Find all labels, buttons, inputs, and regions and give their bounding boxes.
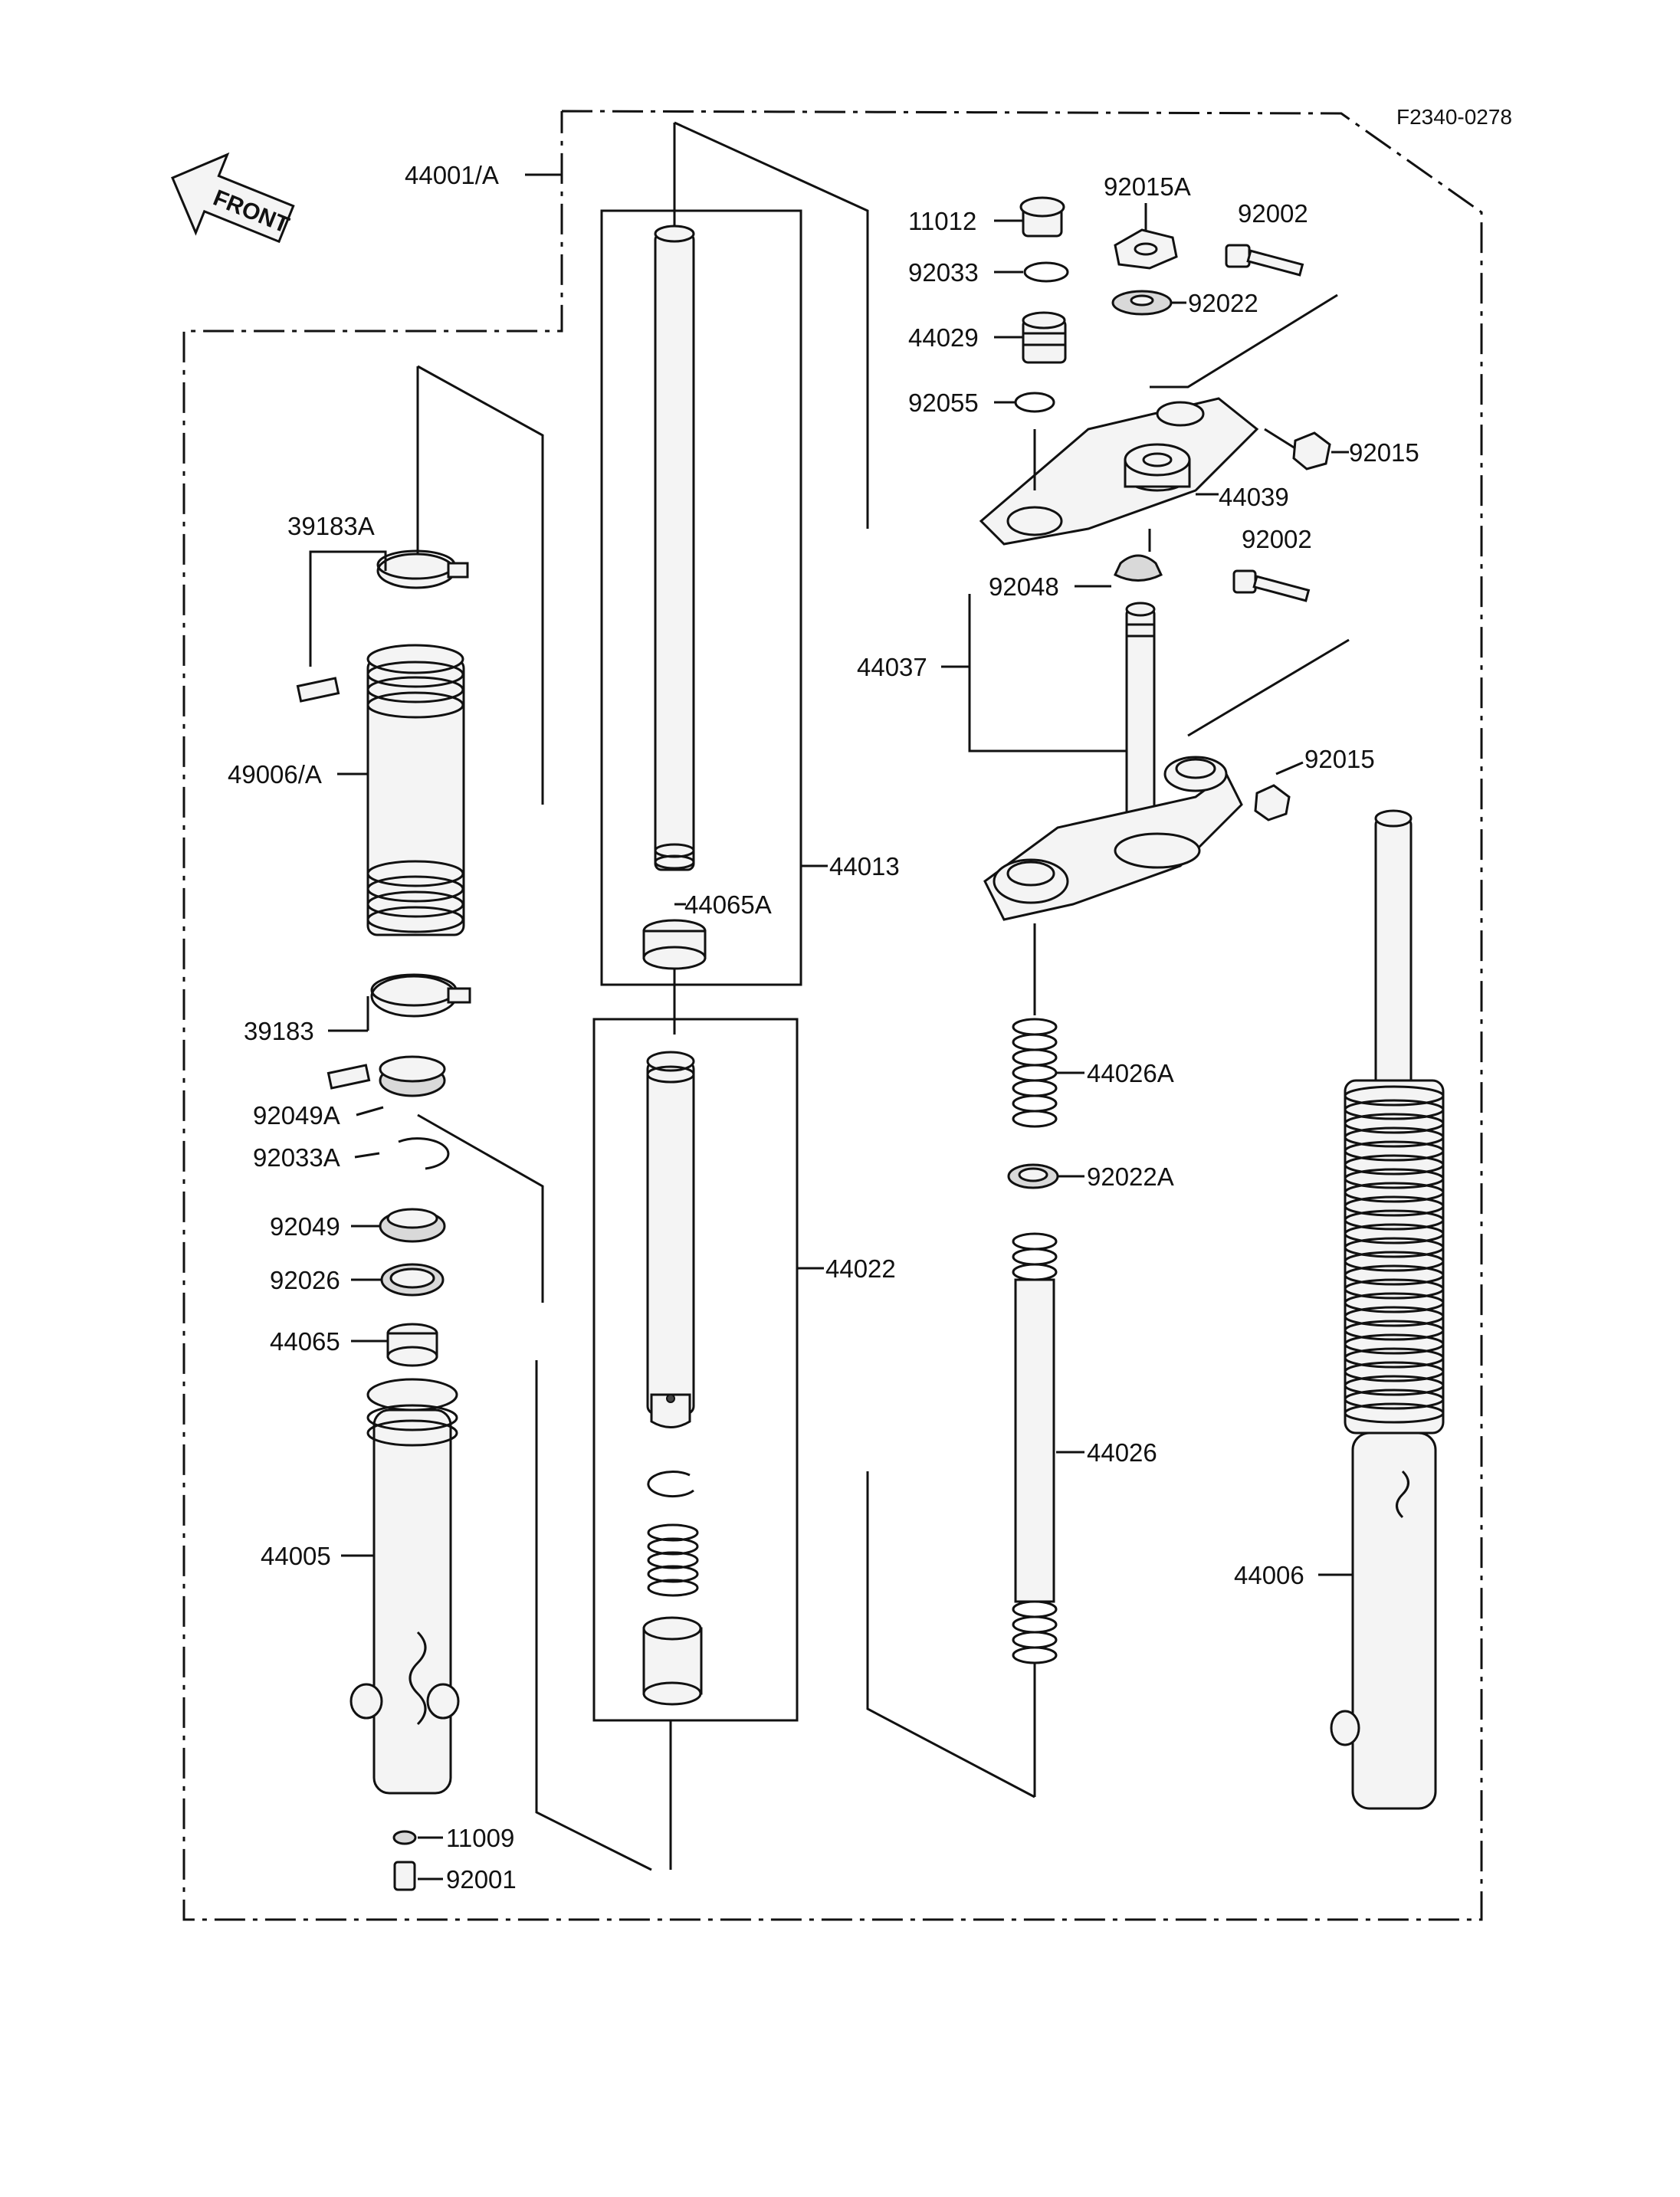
label-44026A: 44026A — [1087, 1059, 1174, 1087]
label-39183A: 39183A — [287, 512, 375, 540]
stem-lower-bracket-44037 — [983, 602, 1243, 921]
nut-92015A — [1114, 228, 1178, 270]
seal-92048 — [1114, 554, 1163, 582]
bellows-ring — [1344, 1251, 1445, 1272]
bellows-ring — [1344, 1347, 1445, 1369]
assembly-boundary — [182, 110, 1483, 1921]
center-column-parts: 44013 44065A 44022 — [535, 121, 1035, 1871]
bellows-ring — [1344, 1402, 1445, 1424]
circlip-92033 — [1023, 261, 1069, 283]
bellows-ring — [1344, 1223, 1445, 1244]
bolt-92002-top — [1225, 244, 1304, 277]
bolt-92002-mid — [1232, 569, 1311, 602]
label-11009: 11009 — [446, 1824, 514, 1852]
label-92015-mid: 92015 — [1304, 745, 1375, 773]
outer-tube-44005 — [349, 1378, 460, 1795]
front-arrow-icon: FRONT — [171, 152, 295, 244]
label-92002-top: 92002 — [1238, 199, 1308, 228]
label-92015A: 92015A — [1104, 172, 1191, 201]
label-49006A: 49006/A — [228, 760, 322, 789]
bellows-ring — [1344, 1361, 1445, 1382]
snap-ring — [647, 1471, 694, 1498]
label-92055: 92055 — [908, 389, 979, 417]
label-92001: 92001 — [446, 1865, 517, 1894]
group-box-44022 — [592, 1018, 799, 1722]
nut-92015-top — [1292, 431, 1331, 471]
label-92015-top: 92015 — [1349, 438, 1419, 467]
bellows-ring — [1344, 1264, 1445, 1286]
label-44006: 44006 — [1234, 1561, 1304, 1589]
label-44005: 44005 — [261, 1542, 331, 1570]
label-92002-mid: 92002 — [1242, 525, 1312, 553]
label-92026: 92026 — [270, 1266, 340, 1294]
label-92049: 92049 — [270, 1212, 340, 1241]
label-92048: 92048 — [989, 572, 1059, 601]
bellows-ring — [1344, 1375, 1445, 1396]
bellows-ring — [1344, 1168, 1445, 1189]
bellows-ring — [1344, 1085, 1445, 1107]
bellows-ring — [1344, 1320, 1445, 1341]
bellows-ring — [1344, 1292, 1445, 1313]
cap-11012 — [1019, 196, 1065, 238]
upper-bracket-44039 — [979, 397, 1259, 546]
label-44001A: 44001/A — [405, 161, 499, 189]
fork-assembly-44006 — [1330, 809, 1445, 1810]
steering-column-parts: 11012 92033 44029 92055 92015A 92002 — [857, 172, 1419, 1797]
bellows-ring — [1344, 1126, 1445, 1148]
damper-rod-44022 — [646, 1051, 695, 1428]
label-44039: 44039 — [1219, 483, 1289, 511]
label-44026: 44026 — [1087, 1438, 1157, 1467]
label-44013: 44013 — [829, 852, 900, 880]
label-92033A: 92033A — [253, 1143, 340, 1172]
bolt-39183A — [296, 677, 340, 703]
screw-92001 — [393, 1861, 416, 1891]
bellows-ring — [1344, 1113, 1445, 1134]
group-box-44013 — [600, 209, 802, 986]
nut-92015-mid — [1254, 784, 1291, 821]
diagram-reference: F2340-0278 — [1396, 105, 1512, 129]
label-92033: 92033 — [908, 258, 979, 287]
clamp-39183A — [376, 553, 456, 589]
washer-11009 — [392, 1830, 417, 1845]
rebound-spring — [647, 1523, 699, 1597]
circlip-92033A — [398, 1137, 450, 1170]
spring-44026 — [1012, 1232, 1058, 1664]
bellows-ring — [1344, 1306, 1445, 1327]
bellows-ring — [1344, 1389, 1445, 1410]
label-44037: 44037 — [857, 653, 927, 681]
left-column-parts: 39183A 49006/A 39183 92049A — [228, 365, 544, 1894]
bellows-ring — [1344, 1237, 1445, 1258]
label-44022: 44022 — [825, 1254, 896, 1283]
label-44029: 44029 — [908, 323, 979, 352]
bellows-ring — [1344, 1099, 1445, 1120]
adjuster-44029 — [1022, 311, 1067, 364]
bellows-ring — [1344, 1209, 1445, 1231]
label-92022A: 92022A — [1087, 1162, 1174, 1191]
label-39183: 39183 — [244, 1017, 314, 1045]
label-92022: 92022 — [1188, 289, 1258, 317]
clamp-39183 — [370, 975, 458, 1018]
bellows-ring — [1344, 1195, 1445, 1217]
label-44065: 44065 — [270, 1327, 340, 1356]
oil-lock-piece — [642, 1616, 703, 1706]
label-11012: 11012 — [908, 207, 976, 235]
bellows-ring — [1344, 1182, 1445, 1203]
bellows-ring — [1344, 1154, 1445, 1176]
o-ring-92055 — [1014, 392, 1055, 413]
label-92049A: 92049A — [253, 1101, 340, 1130]
spring-44026A — [1012, 1018, 1058, 1128]
bellows-ring — [1344, 1140, 1445, 1162]
label-44065A: 44065A — [684, 890, 772, 919]
inner-tube-44013 — [654, 225, 695, 871]
bolt-39183 — [326, 1064, 371, 1090]
fork-boot-49006A — [366, 644, 465, 936]
bellows-ring — [1344, 1278, 1445, 1300]
bellows-ring — [1344, 1333, 1445, 1355]
